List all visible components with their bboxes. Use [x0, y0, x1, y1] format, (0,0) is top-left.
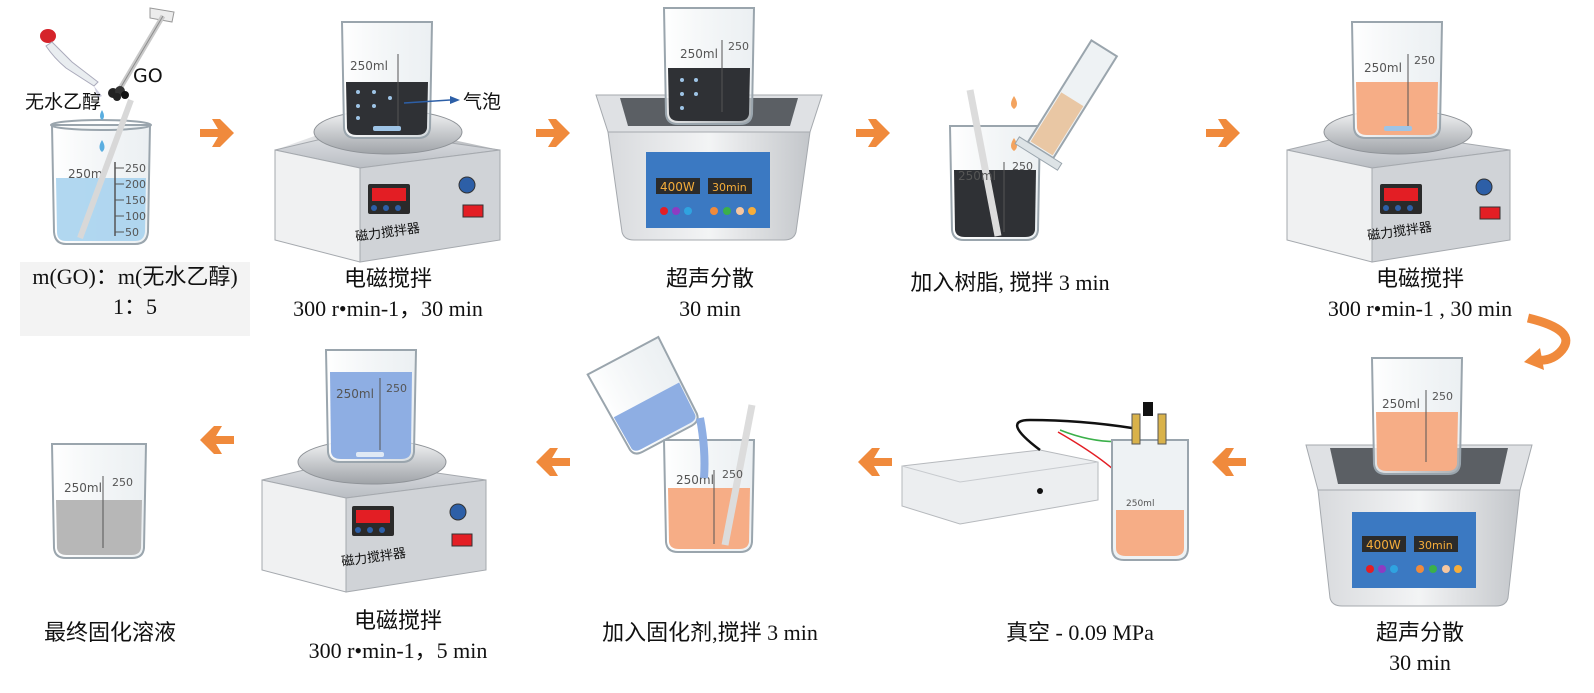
dropper-icon [40, 29, 105, 152]
step9-caption-line1: 电磁搅拌 [353, 608, 442, 633]
time-text: 30min [712, 181, 747, 194]
arrow-right-icon [200, 119, 234, 147]
step3-caption-line2: 30 min [679, 296, 741, 321]
arrow-left-icon [536, 448, 570, 476]
scale-50-text: 50 [125, 226, 139, 239]
step4-caption-line1: 加入树脂, 搅拌 3 min [910, 270, 1110, 295]
step7-caption-line1: 真空 - 0.09 MPa [1006, 620, 1154, 645]
step2-caption-line1: 电磁搅拌 [343, 266, 432, 291]
scale-250-text: 250 [1414, 54, 1435, 67]
scale-250-text: 250 [386, 382, 407, 395]
beaker-volume-text: 250ml [350, 59, 388, 73]
arrow-left-icon [858, 448, 892, 476]
bubble-label: 气泡 [463, 91, 501, 113]
step5-caption-line2: 300 r•min-1 , 30 min [1327, 296, 1513, 321]
scale-250-text: 250 [125, 162, 146, 175]
beaker-volume-text: 250ml [68, 167, 106, 181]
scale-200-text: 200 [125, 178, 146, 191]
beaker-volume-text: 250ml [1126, 499, 1154, 509]
beaker-volume-text: 250ml [958, 169, 996, 183]
step2-caption: 电磁搅拌 300 r•min-1，30 min [268, 264, 508, 324]
arrow-left-icon [200, 426, 234, 454]
go-label: GO [133, 65, 163, 87]
step6-caption-line2: 30 min [1389, 650, 1451, 675]
step2-caption-line2: 300 r•min-1，30 min [293, 296, 483, 321]
scale-250-text: 250 [1432, 390, 1453, 403]
magnetic-stirrer-1: 磁力搅拌器 250ml 气泡 [274, 21, 501, 263]
beaker-volume-text: 250ml [1364, 61, 1402, 75]
stir-rod [966, 89, 1002, 237]
step9-caption: 电磁搅拌 300 r•min-1，5 min [278, 606, 518, 666]
step9-caption-line2: 300 r•min-1，5 min [308, 638, 488, 663]
curved-arrow-head-icon [1524, 348, 1544, 370]
scale-150-text: 150 [125, 194, 146, 207]
step6-caption-line1: 超声分散 [1375, 620, 1464, 645]
step3-caption: 超声分散 30 min [610, 264, 810, 324]
ultrasonic-cleaner-2: 400W 30min 250ml 250 [1305, 357, 1533, 607]
add-curing-agent-illustration: 250ml 250 [586, 335, 756, 553]
ethanol-liquid [56, 178, 146, 241]
power-text: 400W [660, 180, 695, 194]
beaker-volume-text: 250ml [1382, 397, 1420, 411]
scale-250-text: 250 [1012, 160, 1033, 173]
step10-caption-line1: 最终固化溶液 [43, 620, 176, 645]
step8-caption: 加入固化剂,搅拌 3 min [580, 618, 840, 648]
spatula-icon [77, 7, 175, 240]
add-resin-illustration: 250 250ml [948, 39, 1119, 241]
stir-rod [77, 98, 134, 240]
vacuum-setup: 250ml [901, 402, 1189, 561]
power-text: 400W [1366, 538, 1401, 552]
vacuum-hose [1016, 418, 1133, 451]
step8-caption-line1: 加入固化剂,搅拌 3 min [602, 620, 818, 645]
step5-caption-line1: 电磁搅拌 [1375, 266, 1464, 291]
scale-100-text: 100 [125, 210, 146, 223]
step6-caption: 超声分散 30 min [1320, 618, 1520, 678]
step3-caption-line1: 超声分散 [665, 266, 754, 291]
step10-caption: 最终固化溶液 [10, 618, 210, 648]
ultrasonic-cleaner-1: 400W 30min 250ml 250 [595, 7, 823, 241]
ethanol-label: 无水乙醇 [25, 91, 101, 113]
step7-caption: 真空 - 0.09 MPa [980, 618, 1180, 648]
scale-250-text: 250 [722, 468, 743, 481]
final-beaker: 250ml 250 [50, 443, 148, 559]
beaker-volume-text: 250ml [676, 473, 714, 487]
arrow-right-icon [1206, 119, 1240, 147]
beaker-volume-text: 250ml [64, 481, 102, 495]
graphene-liquid [346, 82, 428, 135]
arrow-right-icon [856, 119, 890, 147]
beaker-volume-text: 250ml [680, 47, 718, 61]
step1-caption-line2: 1：5 [112, 294, 157, 319]
arrow-left-icon [1212, 448, 1246, 476]
beaker-volume-text: 250ml [336, 387, 374, 401]
stir-rod [721, 404, 756, 546]
arrow-right-icon [536, 119, 570, 147]
step1-caption-line1: m(GO)：m(无水乙醇) [32, 264, 238, 289]
magnetic-stirrer-2: 磁力搅拌器 250ml 250 [1286, 21, 1511, 263]
scale-250-text: 250 [112, 476, 133, 489]
time-text: 30min [1418, 539, 1453, 552]
magnetic-stirrer-3: 磁力搅拌器 250ml 250 [261, 349, 487, 593]
graduated-cylinder-icon [1014, 39, 1119, 171]
scale-250-text: 250 [728, 40, 749, 53]
step5-caption: 电磁搅拌 300 r•min-1 , 30 min [1300, 264, 1540, 324]
pouring-beaker-icon [586, 335, 699, 455]
curved-arrow-icon [1526, 313, 1571, 365]
step1-caption: m(GO)：m(无水乙醇) 1：5 [20, 262, 250, 336]
step4-caption: 加入树脂, 搅拌 3 min [880, 268, 1140, 298]
step1-illustration: 250 200 150 100 50 250ml GO 无水乙醇 [25, 7, 175, 245]
